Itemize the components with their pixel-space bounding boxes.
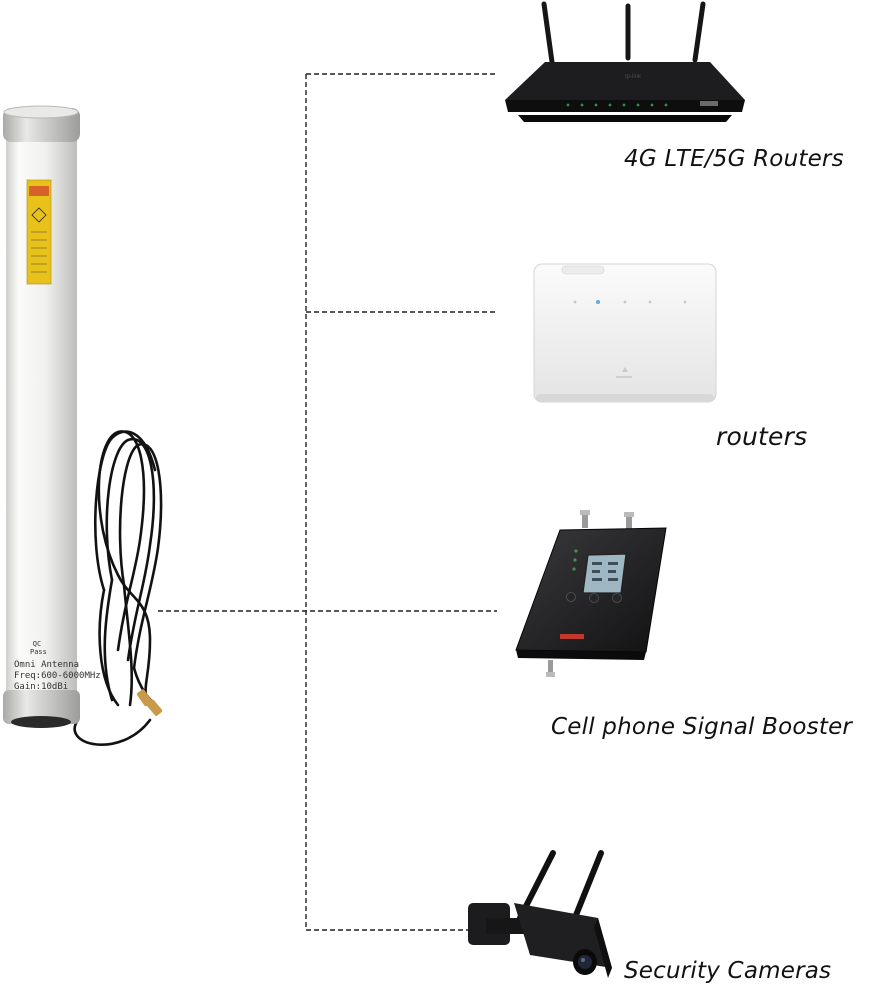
caption-security-cameras: Security Cameras [624,958,832,984]
caption-routers: routers [716,422,808,451]
omni-antenna-image [3,105,163,746]
security-camera-icon [468,850,612,978]
antenna-bottom-cap [3,690,80,724]
sma-connector-1 [136,689,152,707]
qc-pass-label: QC Pass [30,640,47,656]
signal-booster-icon [515,510,667,677]
caption-cell-phone-signal-booster: Cell phone Signal Booster [551,714,853,740]
cellular-router-icon [533,263,717,403]
antenna-product-name: Omni Antenna [14,660,80,670]
svg-text:tp-link: tp-link [625,74,642,80]
sma-connector-2 [146,699,163,716]
caption-4g-lte-5g-routers: 4G LTE/5G Routers [624,146,844,172]
connector-lines [158,73,497,931]
antenna-gain-label: Gain:10dBi [14,682,69,692]
wifi-router-icon: tp-link [505,1,745,122]
warning-sticker [26,179,52,285]
antenna-frequency-label: Freq:600-6000MHz [14,671,101,681]
